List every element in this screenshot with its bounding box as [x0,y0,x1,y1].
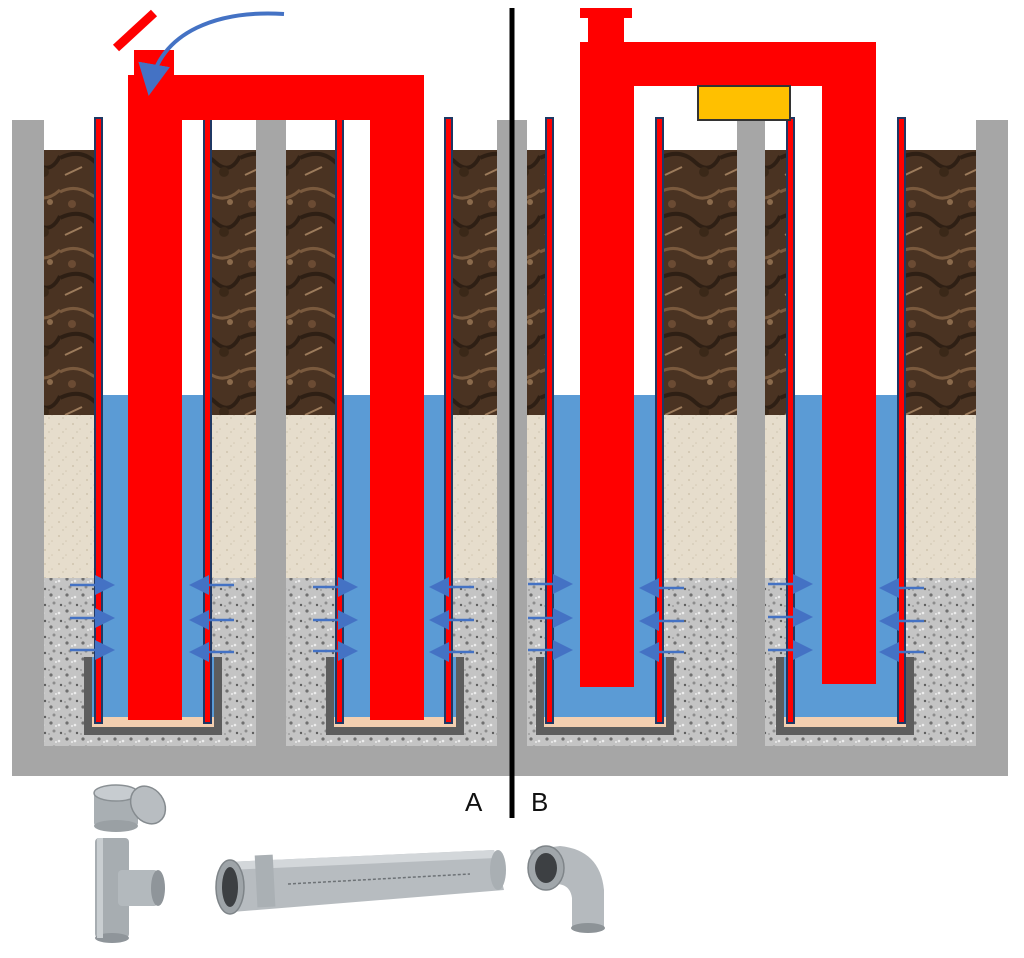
curved-arrow-icon [138,11,285,96]
pvc-tee-icon [95,838,165,943]
pvc-elbow-icon [527,845,605,933]
pvc-pipe-icon [215,850,506,915]
pvc-cap-icon [93,784,167,832]
siphon-pipe-b [580,8,876,687]
siphon-pipe-a [128,50,424,720]
label-a: A [465,787,483,817]
label-b: B [531,787,548,817]
inward-flow-arrow-icon [70,574,924,662]
pump-box [697,85,791,121]
open-cap-icon [112,9,158,52]
